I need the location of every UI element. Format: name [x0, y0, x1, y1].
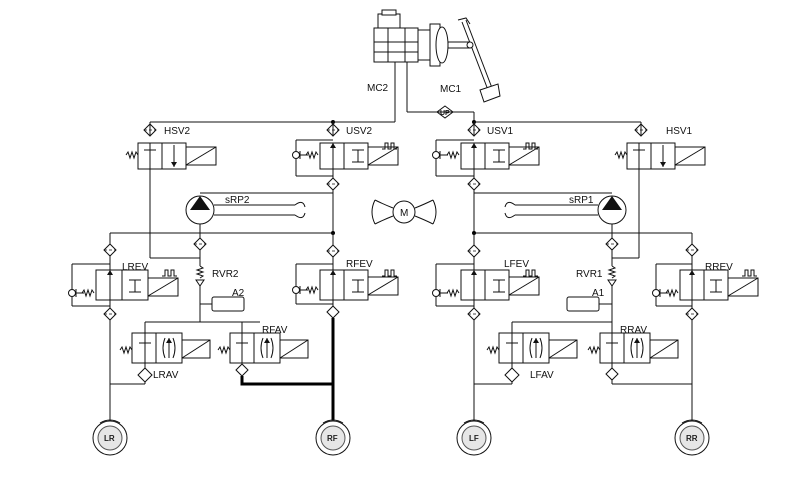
- hsv2-label: HSV2: [164, 126, 191, 137]
- mc2-label: MC2: [367, 83, 389, 94]
- wheel-rr-label: RR: [686, 434, 698, 443]
- accumulator-a2: A2: [200, 288, 245, 312]
- valve-hsv2: HSV2: [125, 122, 217, 170]
- valve-lfav: LFAV: [474, 321, 612, 385]
- brake-booster: [417, 23, 471, 67]
- a1-label: A1: [592, 288, 605, 299]
- up-label: UP: [440, 110, 450, 117]
- usv2-label: USV2: [346, 126, 373, 137]
- valve-hsv1: HSV1: [614, 122, 706, 170]
- valve-rvr1: RVR1: [576, 265, 617, 287]
- rrav-label: RRAV: [620, 325, 647, 336]
- wheel-rr: RR: [674, 419, 710, 456]
- lrav-label: LRAV: [153, 370, 179, 381]
- lrev-label: LREV: [122, 262, 148, 273]
- usv1-label: USV1: [487, 126, 514, 137]
- rfev-label: RFEV: [346, 259, 373, 270]
- wheel-lf: LF: [456, 419, 492, 456]
- valve-lrev: LREV: [68, 262, 179, 307]
- wheel-lr-label: LR: [104, 434, 115, 443]
- valve-rrev: RREV: [652, 262, 759, 307]
- wheel-rf: RF: [315, 419, 351, 456]
- valve-lfev: LFEV: [432, 233, 540, 307]
- rrev-label: RREV: [705, 262, 733, 273]
- srp2-label: sRP2: [225, 195, 250, 206]
- motor-label: M: [400, 208, 408, 219]
- a2-label: A2: [232, 288, 245, 299]
- rfav-label: RFAV: [262, 325, 288, 336]
- pump-srp1: sRP1: [474, 192, 627, 225]
- hsv1-label: HSV1: [666, 126, 693, 137]
- valve-lrav: LRAV: [110, 321, 260, 385]
- rvr2-label: RVR2: [212, 269, 239, 280]
- lfev-label: LFEV: [504, 259, 529, 270]
- mc1-label: MC1: [440, 84, 462, 95]
- brake-pedal: [457, 17, 501, 103]
- valve-rrav: RRAV: [587, 322, 692, 385]
- rvr1-label: RVR1: [576, 269, 603, 280]
- wheel-lr: LR: [92, 419, 128, 456]
- pump-srp2: sRP2: [185, 192, 333, 225]
- valve-rvr2: RVR2: [195, 265, 239, 287]
- lfav-label: LFAV: [530, 370, 554, 381]
- pump-motor: M: [371, 199, 437, 225]
- valve-rfav: RFAV: [217, 322, 309, 377]
- srp1-label: sRP1: [569, 195, 594, 206]
- wheel-rf-label: RF: [327, 434, 338, 443]
- valve-usv2: USV2: [292, 122, 399, 177]
- valve-usv1: USV1: [432, 122, 540, 177]
- accumulator-a1: A1: [566, 288, 612, 312]
- wheel-lf-label: LF: [469, 434, 479, 443]
- master-cylinder: [373, 9, 419, 63]
- valve-rfev: RFEV: [292, 233, 399, 305]
